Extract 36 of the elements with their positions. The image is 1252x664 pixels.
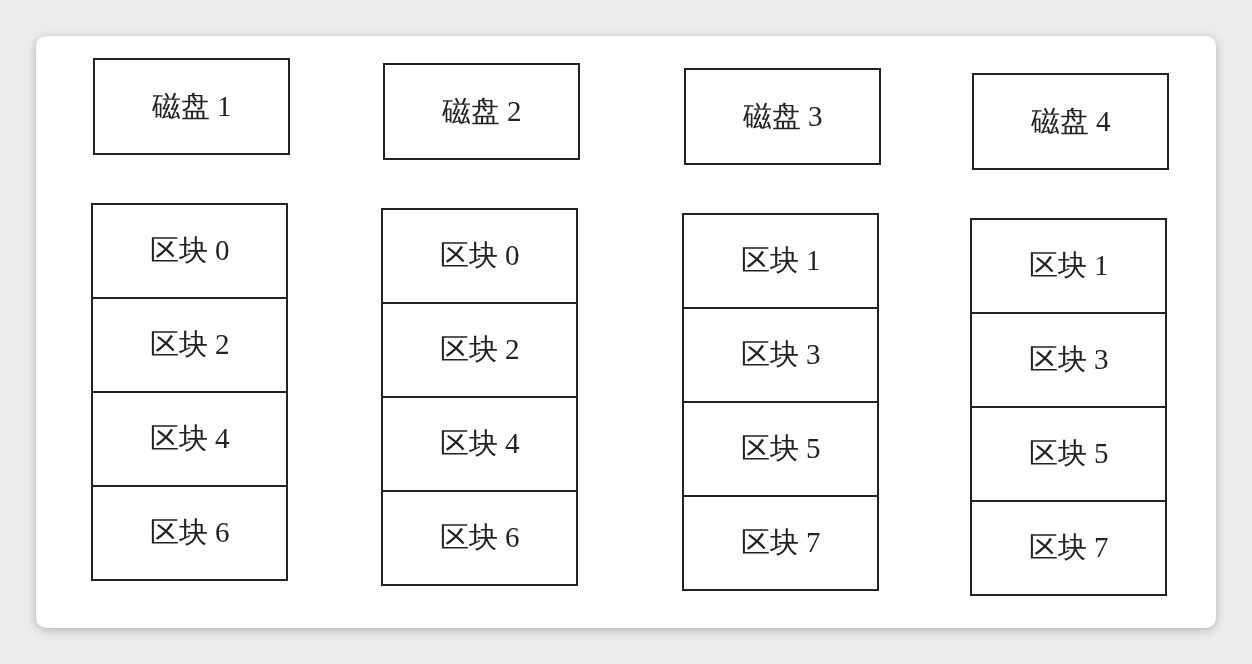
block-cell [91, 203, 288, 299]
block-label: 区块 3 [740, 337, 821, 372]
block-cell [682, 307, 879, 403]
block-cell [970, 500, 1167, 596]
block-cell [91, 297, 288, 393]
block-cell [682, 495, 879, 591]
block-label: 区块 0 [439, 238, 520, 273]
block-cell [970, 406, 1167, 502]
block-cell [91, 485, 288, 581]
disk-label: 磁盘 3 [742, 98, 823, 134]
block-label: 区块 4 [149, 421, 230, 456]
block-label: 区块 1 [740, 243, 821, 278]
block-label: 区块 2 [149, 327, 230, 362]
block-label: 区块 7 [1028, 530, 1109, 565]
block-cell [970, 218, 1167, 314]
block-label: 区块 6 [149, 515, 230, 550]
block-cell [381, 490, 578, 586]
block-label: 区块 3 [1028, 342, 1109, 377]
block-cell [91, 391, 288, 487]
block-cell [682, 213, 879, 309]
block-label: 区块 2 [439, 332, 520, 367]
block-label: 区块 5 [740, 431, 821, 466]
block-cell [381, 208, 578, 304]
block-label: 区块 7 [740, 525, 821, 560]
block-cell [682, 401, 879, 497]
disk-label: 磁盘 2 [441, 93, 522, 129]
block-cell [970, 312, 1167, 408]
block-cell [381, 396, 578, 492]
block-cell [381, 302, 578, 398]
block-label: 区块 5 [1028, 436, 1109, 471]
disk-label: 磁盘 1 [151, 88, 232, 124]
block-label: 区块 4 [439, 426, 520, 461]
block-label: 区块 6 [439, 520, 520, 555]
disk-label: 磁盘 4 [1030, 103, 1111, 139]
block-label: 区块 1 [1028, 248, 1109, 283]
block-label: 区块 0 [149, 233, 230, 268]
